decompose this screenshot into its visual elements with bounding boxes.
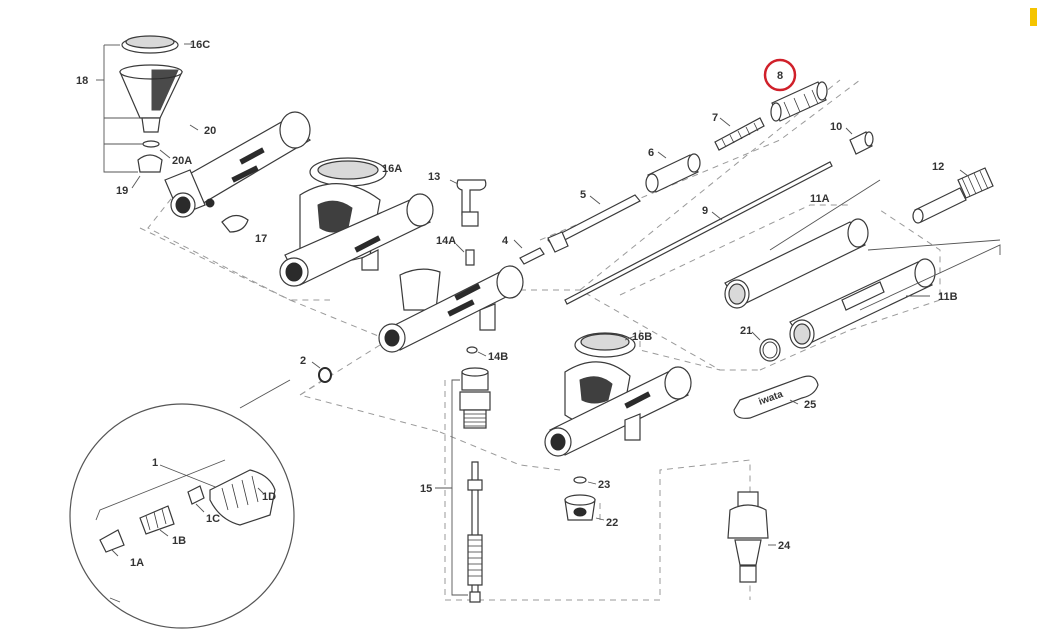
label-6: 6: [648, 147, 654, 159]
valve-parts-4-5-6: [513, 151, 701, 265]
label-15: 15: [420, 483, 432, 495]
spring-guide-8: [770, 81, 828, 122]
label-20: 20: [204, 125, 216, 137]
label-23: 23: [598, 479, 610, 491]
tail-adjuster-12: [912, 167, 994, 224]
handles-11a-11b: [724, 179, 1001, 349]
assembly-guide-lines: [139, 79, 941, 601]
label-14a: 14A: [436, 235, 456, 247]
label-1c: 1C: [206, 513, 220, 525]
label-1d: 1D: [262, 491, 276, 503]
label-17: 17: [255, 233, 267, 245]
o-rings-14b-2: [311, 346, 487, 383]
label-21: 21: [740, 325, 752, 337]
label-10: 10: [830, 121, 842, 133]
cup-assembly-18: [96, 35, 199, 189]
airvalve-24: [727, 491, 776, 583]
label-19: 19: [116, 185, 128, 197]
label-18: 18: [76, 75, 88, 87]
valve-parts-22-23: [564, 476, 605, 521]
label-11a: 11A: [810, 193, 830, 205]
label-1: 1: [152, 457, 158, 469]
label-13: 13: [428, 171, 440, 183]
body-left: [164, 111, 312, 233]
label-22: 22: [606, 517, 618, 529]
o-ring-21: [751, 331, 781, 362]
label-16b: 16B: [632, 331, 652, 343]
label-14b: 14B: [488, 351, 508, 363]
label-9: 9: [702, 205, 708, 217]
label-20a: 20A: [172, 155, 192, 167]
highlight-circle: [763, 58, 797, 92]
label-5: 5: [580, 189, 586, 201]
trigger-13-14a: [449, 179, 487, 266]
wrench-25: iwata: [733, 375, 819, 419]
nozzle-detail-circle: [69, 379, 295, 629]
label-2: 2: [300, 355, 306, 367]
label-1b: 1B: [172, 535, 186, 547]
body-16b: [544, 332, 692, 457]
body-16a: [279, 157, 434, 287]
label-8: 8: [777, 70, 783, 82]
label-12: 12: [932, 161, 944, 173]
needle-9: [564, 161, 833, 305]
label-25: 25: [804, 399, 816, 411]
label-16a: 16A: [382, 163, 402, 175]
spring-7: [714, 117, 765, 151]
body-center: [378, 265, 524, 353]
label-7: 7: [712, 112, 718, 124]
corner-mark: [1030, 8, 1037, 26]
label-1a: 1A: [130, 557, 144, 569]
needle-chucking-nut-10: [845, 127, 874, 155]
label-4: 4: [502, 235, 509, 247]
label-16c: 16C: [190, 39, 210, 51]
label-24: 24: [778, 540, 791, 552]
part-labels: 16C 18 20 20A 19 17 16A 13 14A 4 5 6 7 8…: [76, 39, 958, 569]
valve-assembly-15: [435, 367, 491, 603]
label-11b: 11B: [938, 291, 958, 303]
